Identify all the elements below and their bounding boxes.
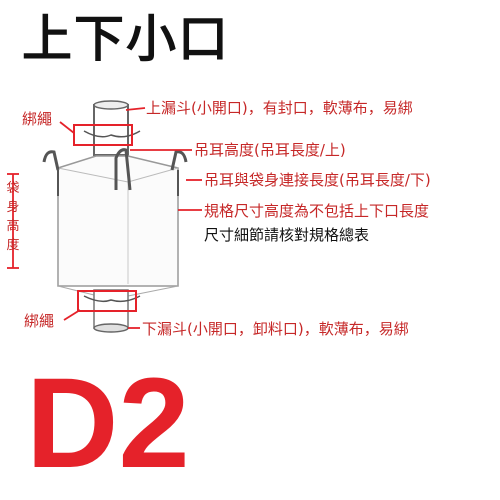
lifting-loops bbox=[42, 148, 188, 196]
leader-lines bbox=[7, 107, 202, 329]
bag-height-char: 度 bbox=[6, 237, 20, 253]
top-spout-label: 上漏斗(小開口)，有封口，軟薄布，易綁 bbox=[146, 99, 413, 117]
bottom-spout-label: 下漏斗(小開口，卸料口)，軟薄布，易綁 bbox=[142, 320, 409, 338]
bag-height-label: 袋 身 高 度 bbox=[4, 180, 22, 255]
page-title: 上下小口 bbox=[22, 10, 230, 68]
detail-note-label: 尺寸細節請核對規格總表 bbox=[204, 226, 370, 244]
loop-join-label: 吊耳與袋身連接長度(吊耳長度/下) bbox=[204, 171, 431, 189]
model-code: D2 bbox=[26, 352, 190, 495]
spec-note-label: 規格尺寸高度為不包括上下口長度 bbox=[204, 202, 430, 220]
top-rope-label: 綁繩 bbox=[22, 110, 53, 128]
loop-height-label: 吊耳高度(吊耳長度/上) bbox=[194, 141, 346, 159]
bag-height-char: 身 bbox=[6, 199, 20, 215]
bottom-rope-label: 綁繩 bbox=[24, 312, 55, 330]
callout-boxes bbox=[73, 124, 137, 312]
bag-height-char: 高 bbox=[6, 218, 20, 234]
bag-height-char: 袋 bbox=[6, 181, 20, 196]
bag-body bbox=[57, 155, 179, 297]
